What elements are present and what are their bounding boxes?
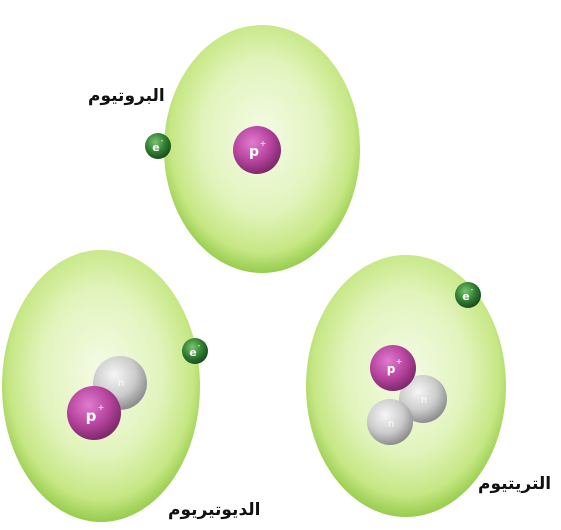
protium-electron-symbol: e [152,141,159,154]
tritium-label: التريتيوم [478,474,551,494]
deuterium-label: الديوتيريوم [168,500,260,520]
tritium-electron-charge: - [471,285,474,294]
tritium-neutron-bottom-symbol: n [388,419,394,430]
deuterium-electron: e - [182,338,208,364]
tritium-neutron-right-symbol: n [421,395,427,406]
tritium-atom: n n p + e - [306,255,506,517]
protium-proton: p + [233,126,281,174]
protium-electron: e - [145,133,171,159]
tritium-proton-charge: + [396,357,403,366]
protium-atom: p + e - [145,25,360,273]
deuterium-proton: p + [67,386,121,440]
tritium-neutron-bottom: n [367,399,413,445]
tritium-proton: p + [370,345,416,391]
tritium-proton-symbol: p [387,362,396,376]
deuterium-neutron-symbol: n [118,378,124,389]
protium-proton-charge: + [260,139,267,148]
protium-proton-symbol: p [249,144,259,160]
deuterium-electron-charge: - [198,341,201,350]
tritium-electron-symbol: e [462,290,469,303]
deuterium-proton-charge: + [98,403,105,412]
tritium-electron: e - [455,282,481,308]
protium-label: البروتيوم [88,86,165,106]
deuterium-electron-symbol: e [189,346,196,359]
protium-electron-charge: - [161,136,164,145]
deuterium-proton-symbol: p [86,407,97,425]
deuterium-atom: n p + e - [2,250,208,522]
